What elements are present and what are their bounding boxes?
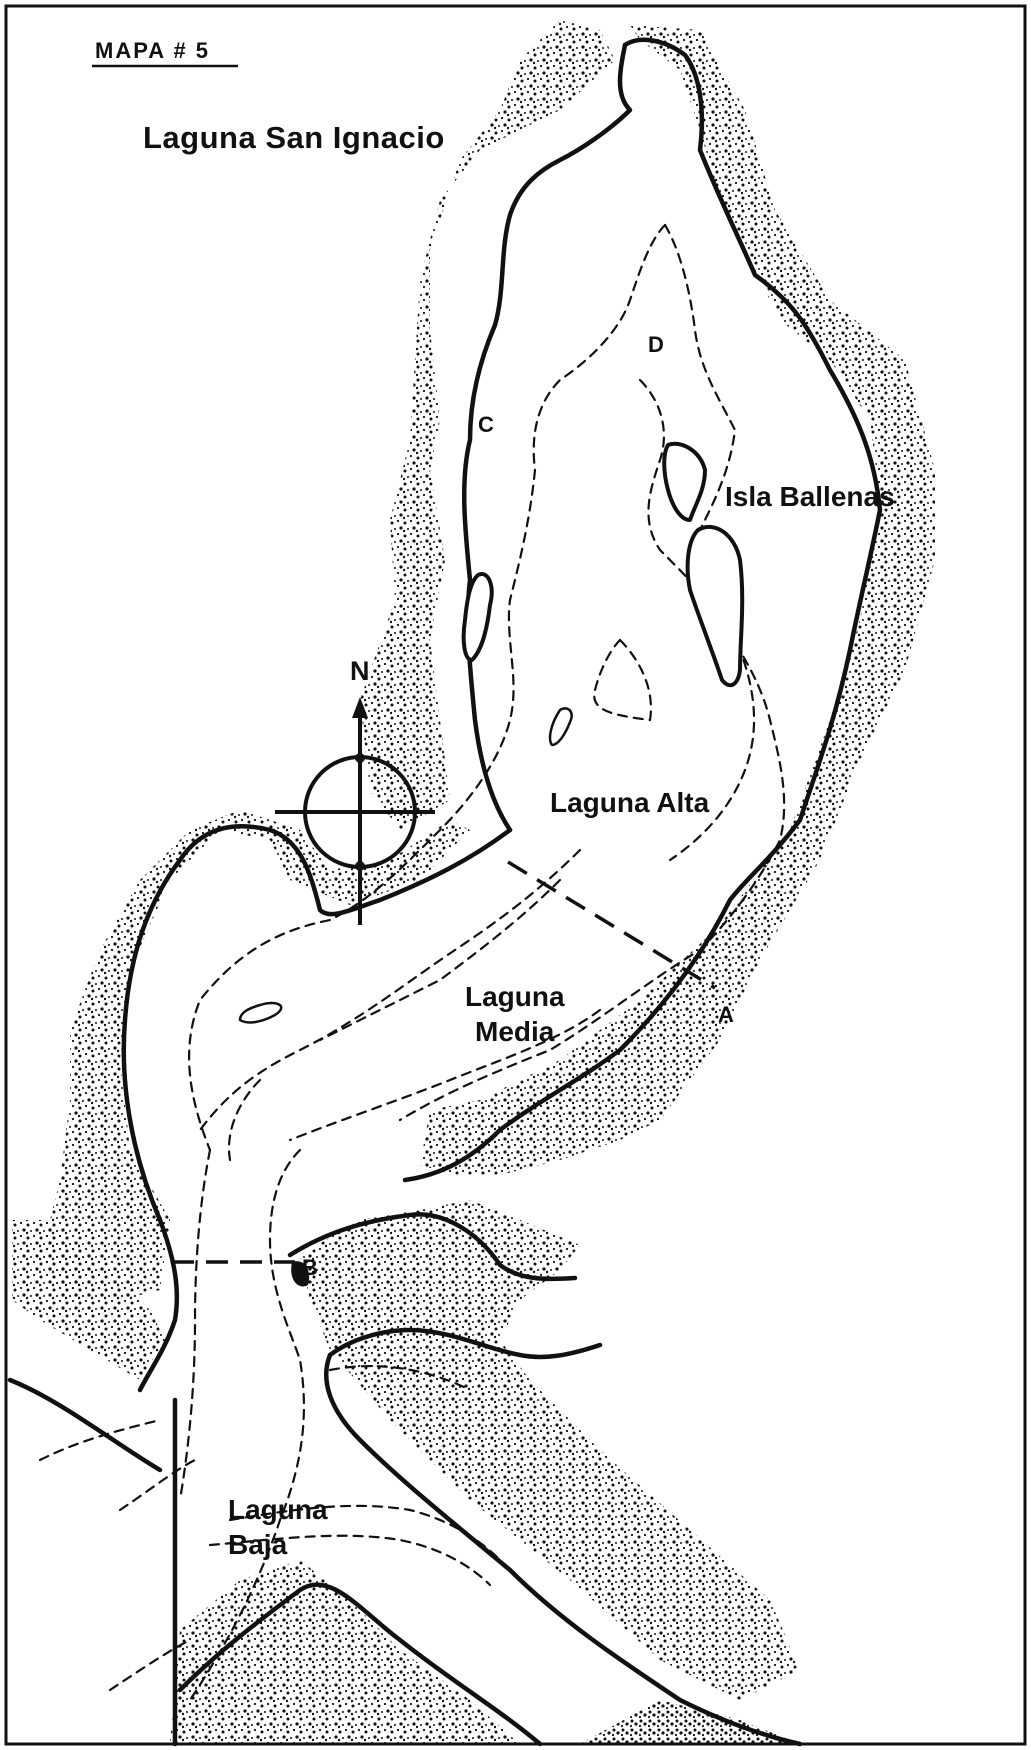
islet-media xyxy=(238,1001,283,1024)
shoreline xyxy=(7,37,883,1747)
islet-entrance xyxy=(291,1261,310,1287)
station-label-c: C xyxy=(478,412,494,437)
station-label-b: B xyxy=(302,1255,318,1280)
boundary-alta-media xyxy=(507,860,716,990)
section-boundaries xyxy=(172,860,716,1264)
island-west xyxy=(461,572,494,662)
map-title: Laguna San Ignacio xyxy=(143,120,445,155)
label-laguna-baja-line2: Baja xyxy=(228,1529,288,1560)
label-laguna-media-line1: Laguna xyxy=(465,981,565,1012)
station-label-d: D xyxy=(648,332,664,357)
label-laguna-alta: Laguna Alta xyxy=(550,787,710,818)
map-labels: MAPA # 5 Laguna San Ignacio Isla Ballena… xyxy=(92,38,895,1560)
depth-contours xyxy=(38,223,786,1702)
islands xyxy=(238,441,745,1287)
coastal-stipple xyxy=(12,20,935,1744)
label-laguna-media-line2: Media xyxy=(475,1016,555,1047)
label-isla-ballenas: Isla Ballenas xyxy=(725,481,895,512)
islet-alta xyxy=(548,707,573,747)
map-number-label: MAPA # 5 xyxy=(95,38,210,63)
island-ballenas-south xyxy=(685,524,745,688)
compass-north-icon xyxy=(275,697,435,925)
island-ballenas-north xyxy=(662,441,707,522)
station-label-a: A xyxy=(718,1002,734,1027)
north-label: N xyxy=(350,656,370,686)
label-laguna-baja-line1: Laguna xyxy=(228,1494,328,1525)
north-arrow: N xyxy=(275,656,435,925)
